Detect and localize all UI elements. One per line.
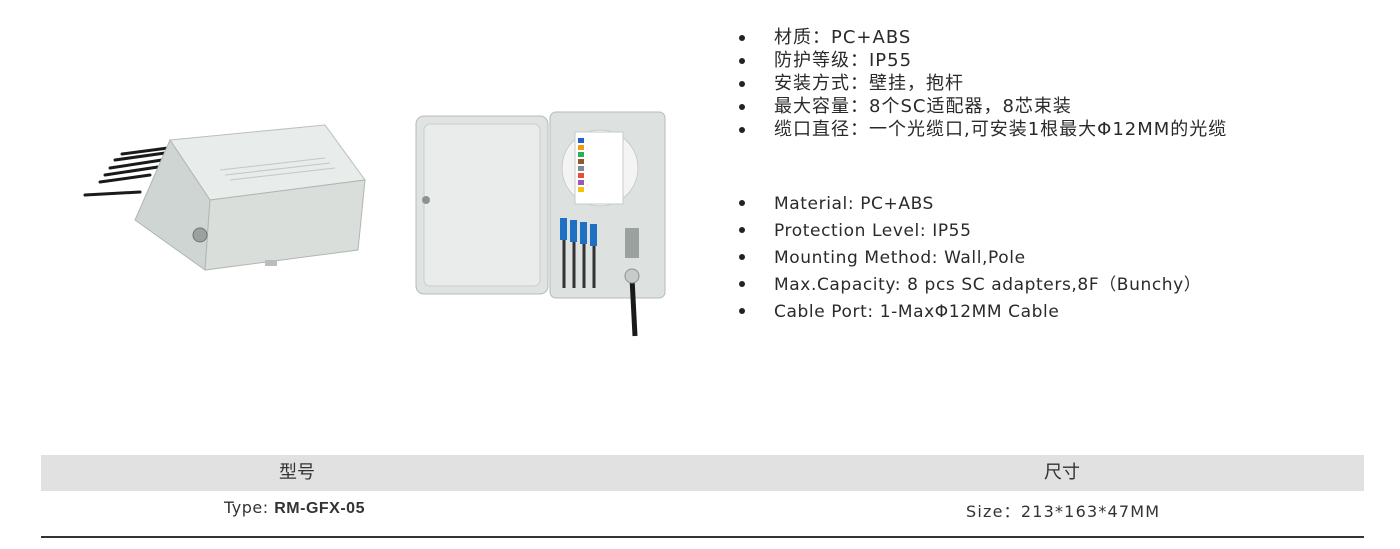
closed-enclosure-image [83,124,366,271]
size-column-header: 尺寸 [1044,462,1080,483]
type-cell: Type: RM-GFX-05 [224,498,365,518]
cable-bundle [83,146,170,197]
spec-capacity-cn: 最大容量：8个SC适配器，8芯束装 [738,95,1378,118]
spec-material-en: Material: PC+ABS [738,191,1378,218]
spec-capacity-en: Max.Capacity: 8 pcs SC adapters,8F（Bunch… [738,272,1378,299]
type-value: RM-GFX-05 [274,500,365,517]
spec-cable-port-en: Cable Port: 1-MaxΦ12MM Cable [738,299,1378,326]
specs-english-list: Material: PC+ABS Protection Level: IP55 … [738,191,1378,326]
spec-mounting-en: Mounting Method: Wall,Pole [738,245,1378,272]
open-enclosure-image [415,111,666,337]
spec-table-header: 型号 尺寸 [41,455,1364,491]
spec-protection-en: Protection Level: IP55 [738,218,1378,245]
type-column-header: 型号 [279,462,315,483]
specs-chinese-list: 材质：PC+ABS 防护等级：IP55 安装方式：壁挂，抱杆 最大容量：8个SC… [738,26,1378,141]
table-bottom-rule [41,536,1364,538]
spec-material-cn: 材质：PC+ABS [738,26,1378,49]
spec-cable-port-cn: 缆口直径：一个光缆口,可安装1根最大Φ12MM的光缆 [738,118,1378,141]
fiber-color-labels [578,138,584,192]
type-label: Type: [224,498,275,517]
size-cell: Size：213*163*47MM [966,502,1161,521]
spec-protection-cn: 防护等级：IP55 [738,49,1378,72]
sc-adapters [560,218,597,246]
spec-mounting-cn: 安装方式：壁挂，抱杆 [738,72,1378,95]
